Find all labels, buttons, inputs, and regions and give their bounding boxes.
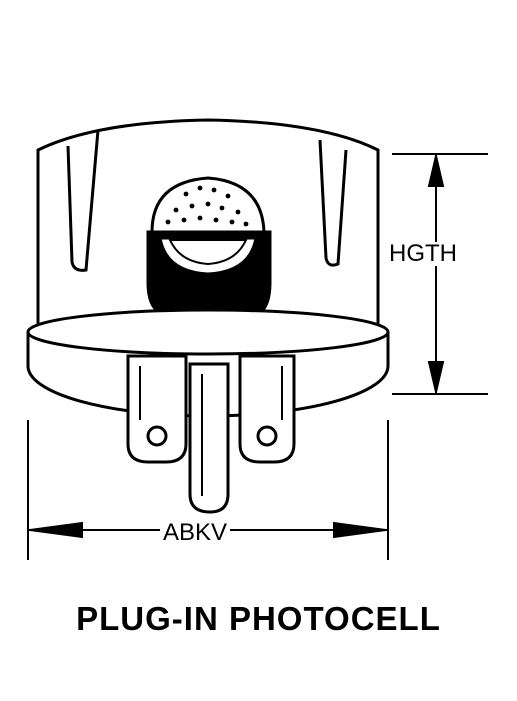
width-arrow-left [29, 521, 83, 539]
sensor-dome-dots [165, 185, 249, 227]
center-prong [188, 362, 230, 514]
left-prong [126, 354, 188, 464]
dimension-height [392, 153, 488, 395]
groove-right [318, 139, 348, 267]
left-prong-hole [146, 425, 168, 447]
width-arrow-right [333, 521, 387, 539]
dimension-width [27, 420, 389, 560]
base-ring-top [26, 308, 390, 356]
width-dimension-label: ABKV [160, 521, 231, 545]
height-dimension-label: HGTH [389, 240, 457, 267]
height-arrow-top [427, 155, 445, 187]
height-arrow-bottom [427, 361, 445, 393]
right-prong [238, 354, 296, 464]
sensor-window-inner [168, 239, 248, 266]
groove-left [66, 129, 100, 272]
right-prong-hole [256, 425, 278, 447]
photocell-body [26, 118, 390, 514]
figure-caption: PLUG-IN PHOTOCELL [76, 600, 441, 637]
